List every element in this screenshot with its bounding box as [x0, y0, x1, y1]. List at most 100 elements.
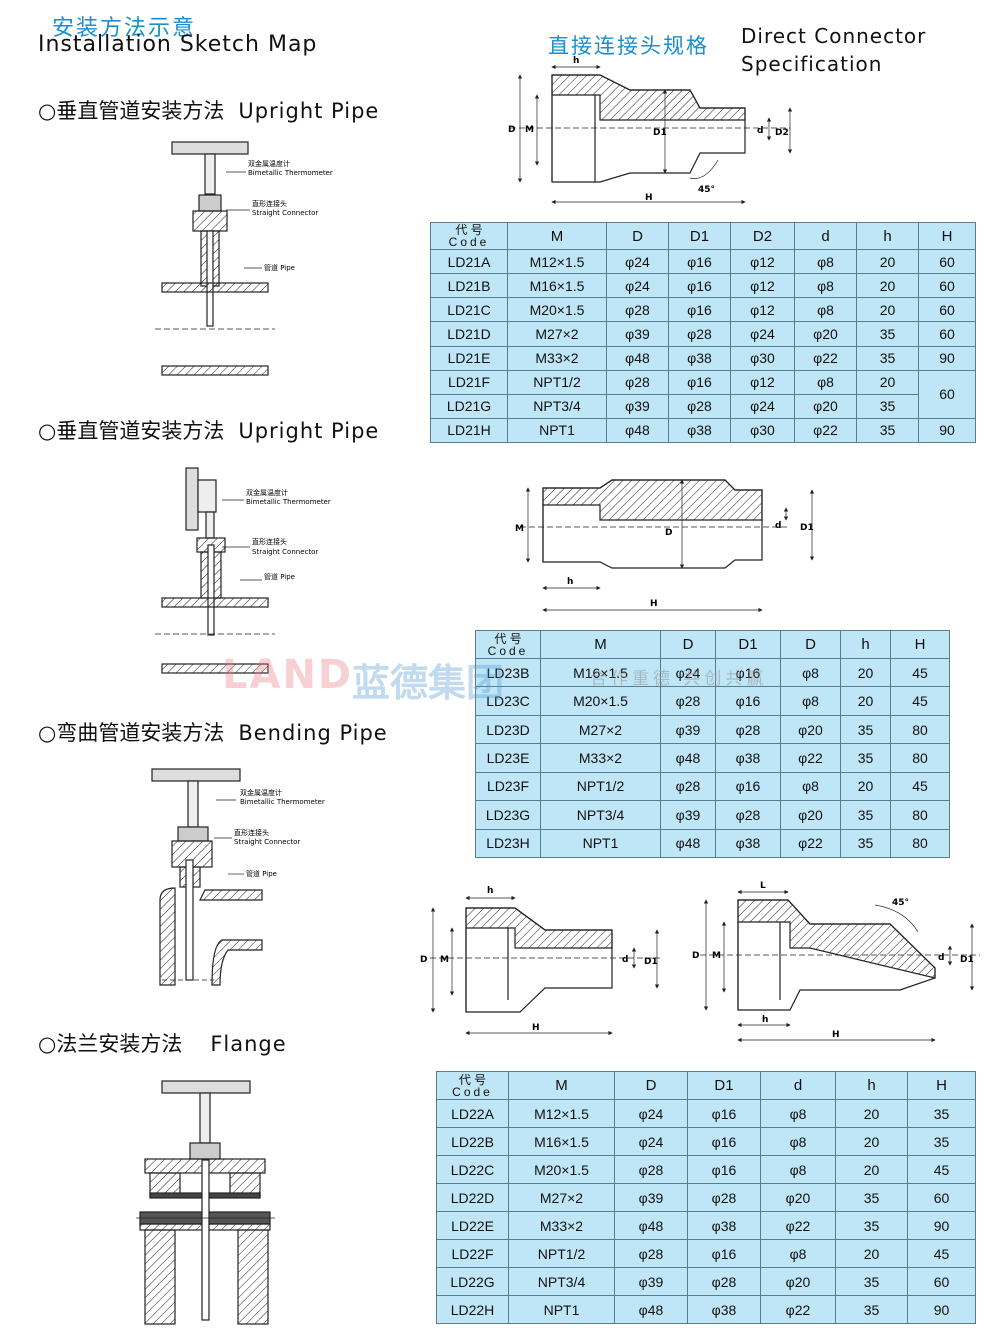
value-cell: M20×1.5	[508, 1155, 615, 1184]
pipe-label-2: 管道 Pipe	[264, 572, 295, 581]
value-cell: 60	[907, 1267, 976, 1296]
value-cell: 35	[907, 1127, 976, 1156]
value-cell: M27×2	[507, 321, 607, 347]
value-cell: M33×2	[540, 743, 661, 773]
watermark-name: 蓝德集团	[352, 661, 505, 705]
value-cell: 35	[856, 417, 919, 444]
col-header: d	[760, 1071, 836, 1100]
value-cell: NPT1	[508, 1295, 615, 1324]
dim-h: h	[573, 56, 579, 66]
thermo-label-en-1: Bimetallic Thermometer	[248, 169, 333, 177]
code-label-en: Code	[448, 235, 490, 249]
value-cell: φ24	[730, 393, 795, 419]
code-cell: LD21A	[430, 248, 508, 275]
col-header: M	[508, 1071, 615, 1100]
value-cell: φ39	[614, 1183, 688, 1212]
drawing-ld23	[520, 479, 815, 613]
value-cell: M12×1.5	[507, 248, 607, 275]
value-cell: 20	[840, 771, 891, 802]
value-cell: 35	[856, 321, 919, 347]
thermo-label-en-2: Bimetallic Thermometer	[246, 498, 331, 506]
col-header: M	[507, 222, 607, 250]
value-cell: φ28	[614, 1239, 688, 1268]
dim-d: d	[775, 521, 781, 531]
section-cn: ○弯曲管道安装方法	[38, 721, 225, 745]
value-cell: 45	[907, 1155, 976, 1184]
value-cell: NPT1/2	[507, 369, 607, 395]
code-cell: LD23F	[475, 771, 541, 802]
col-header: D	[660, 630, 716, 659]
value-cell: φ22	[780, 743, 841, 773]
value-cell: φ48	[606, 417, 669, 444]
value-cell: φ12	[730, 248, 795, 275]
value-cell: φ22	[760, 1295, 836, 1324]
value-cell: φ8	[794, 297, 857, 323]
col-header: M	[540, 630, 661, 659]
value-cell: φ20	[780, 714, 841, 745]
value-cell: 20	[856, 297, 919, 323]
col-header: D2	[730, 222, 795, 250]
value-cell: NPT1/2	[508, 1239, 615, 1268]
value-cell: φ38	[715, 828, 781, 859]
value-cell: φ39	[660, 714, 716, 745]
value-cell: φ48	[660, 743, 716, 773]
spec-title-cn: 直接连接头规格	[548, 34, 709, 58]
code-label-en: Code	[452, 1084, 493, 1099]
value-cell: 35	[835, 1183, 908, 1212]
value-cell: φ22	[760, 1211, 836, 1240]
conn-label-cn-3: 直形连接头	[234, 828, 269, 837]
col-header: D1	[687, 1071, 761, 1100]
value-cell: φ39	[614, 1267, 688, 1296]
value-cell: M20×1.5	[540, 686, 661, 716]
value-cell: 45	[890, 771, 950, 802]
value-cell: M20×1.5	[507, 297, 607, 323]
conn-label-cn-2: 直形连接头	[252, 537, 287, 546]
code-cell: LD21B	[430, 273, 508, 299]
dim-h: h	[567, 577, 573, 587]
section-cn: ○垂直管道安装方法	[38, 99, 225, 123]
col-header: D1	[715, 630, 781, 659]
value-cell: φ8	[780, 771, 841, 802]
dim-h: h	[762, 1015, 768, 1025]
code-label-cn: 代 号	[455, 223, 483, 237]
value-cell: φ30	[730, 345, 795, 371]
sketch-upright-pipe-1	[155, 141, 275, 376]
code-cell: LD22G	[436, 1267, 509, 1296]
col-header: H	[907, 1071, 976, 1100]
value-cell: φ24	[614, 1127, 688, 1156]
spec-title-en: Direct Connector Specification	[741, 22, 926, 78]
watermark-slogan: 合作重德 共创共赢	[590, 669, 768, 689]
code-cell: LD23H	[475, 828, 541, 859]
value-cell: φ16	[715, 771, 781, 802]
value-cell: 80	[890, 828, 950, 859]
spec-title-en-line1: Direct Connector	[741, 24, 927, 48]
dim-H: H	[832, 1030, 840, 1040]
title-en: Installation Sketch Map	[38, 32, 318, 57]
value-cell: φ28	[715, 800, 781, 830]
value-cell: NPT3/4	[540, 800, 661, 830]
code-cell: LD23C	[475, 686, 541, 716]
value-cell: 80	[890, 800, 950, 830]
value-cell: φ39	[660, 800, 716, 830]
dim-D1: D1	[644, 957, 658, 967]
watermark-logo: LAND	[222, 652, 354, 698]
code-label-cn: 代 号	[458, 1072, 487, 1087]
value-cell: φ48	[614, 1295, 688, 1324]
value-cell: φ16	[715, 686, 781, 716]
value-cell: φ20	[760, 1267, 836, 1296]
col-header: D	[606, 222, 669, 250]
value-cell: 60	[918, 321, 976, 347]
